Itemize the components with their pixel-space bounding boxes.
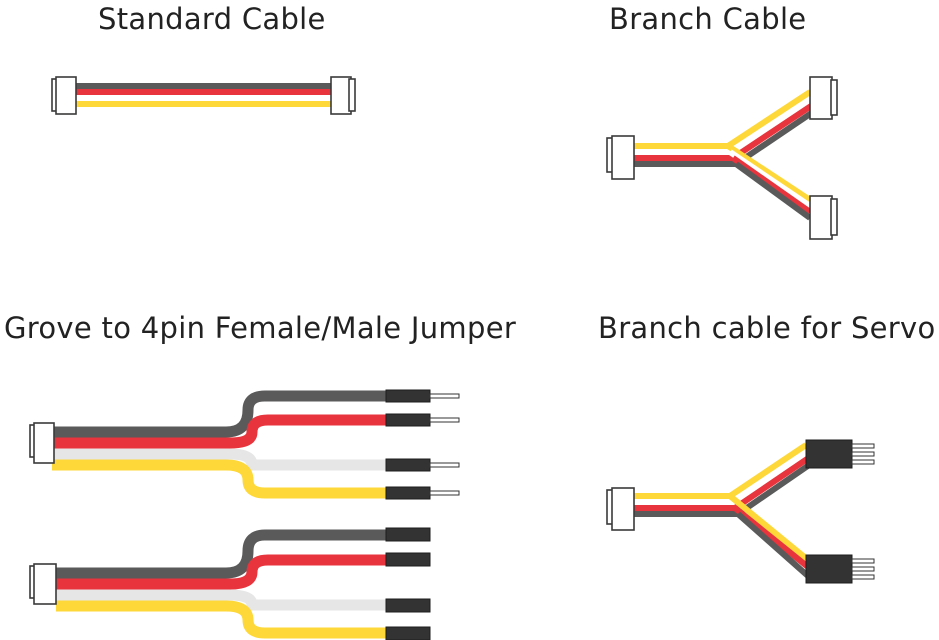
wire-yellow — [56, 600, 386, 639]
wire-black-branch — [736, 511, 810, 579]
connector-grove — [29, 422, 55, 464]
wire-yellow-branch — [726, 143, 812, 203]
wire-black — [52, 390, 386, 438]
connector-input — [606, 135, 635, 180]
male-pins — [385, 389, 460, 500]
wire-red-branch — [731, 155, 812, 215]
standard-cable — [51, 76, 356, 115]
jumper-cable-female — [29, 389, 460, 500]
servo-branch-cable — [606, 439, 875, 584]
servo-header-top — [805, 439, 875, 469]
wire-white — [56, 589, 386, 611]
wire-yellow — [52, 459, 386, 499]
connector-left — [51, 76, 77, 115]
wire-black — [56, 529, 386, 579]
connector-output-bottom — [809, 195, 838, 240]
wire-white — [633, 448, 810, 505]
wire-black-branch — [734, 161, 812, 221]
wire-red — [56, 554, 386, 590]
socket-3 — [385, 598, 431, 613]
branch-cable — [606, 76, 838, 240]
wire-white-branch — [728, 149, 812, 209]
connector-input — [606, 487, 635, 531]
socket-4 — [385, 626, 431, 640]
female-sockets — [385, 527, 431, 640]
connector-right — [330, 76, 356, 115]
title-servo-branch-cable: Branch cable for Servo — [598, 311, 936, 345]
connector-output-top — [809, 76, 838, 120]
servo-header-bottom — [805, 554, 875, 584]
pin-2 — [385, 413, 460, 427]
wire-white — [52, 448, 386, 471]
jumper-cable-male — [29, 527, 431, 640]
connector-grove — [29, 563, 57, 605]
socket-2 — [385, 552, 431, 567]
pin-3 — [385, 458, 460, 472]
pin-4 — [385, 486, 460, 500]
wire-red-branch — [733, 505, 810, 570]
title-branch-cable: Branch Cable — [609, 2, 807, 36]
wire-yellow-branch — [728, 493, 810, 563]
pin-1 — [385, 389, 460, 403]
title-jumper-cable: Grove to 4pin Female/Male Jumper — [4, 311, 517, 345]
socket-1 — [385, 527, 431, 542]
title-standard-cable: Standard Cable — [98, 2, 326, 36]
wire-red — [52, 414, 386, 449]
